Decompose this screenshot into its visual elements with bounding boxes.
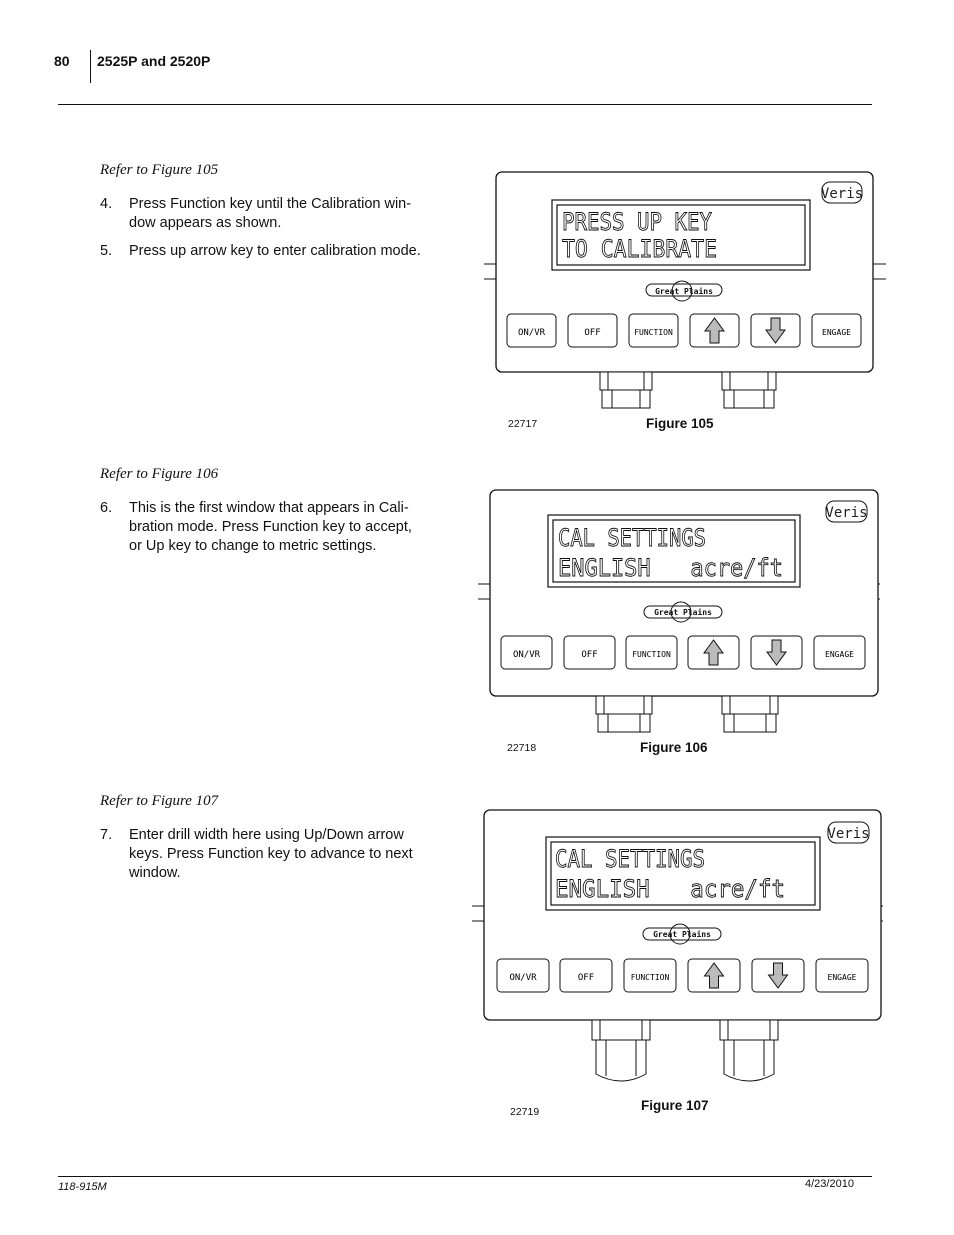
engage-button[interactable]: ENGAGE <box>815 958 869 993</box>
down-arrow-button[interactable] <box>750 313 801 348</box>
svg-text:FUNCTION: FUNCTION <box>631 973 670 982</box>
down-arrow-button[interactable] <box>750 635 803 670</box>
step-line: keys. Press Function key to advance to n… <box>129 846 413 862</box>
cable-gland-right <box>719 1019 779 1082</box>
step-line: or Up key to change to metric settings. <box>129 538 377 554</box>
engage-button[interactable]: ENGAGE <box>811 313 862 348</box>
step-number: 6. <box>100 500 113 516</box>
lcd-display <box>550 841 816 906</box>
figure-caption: Figure 106 <box>640 740 708 755</box>
footer-rule <box>58 1176 872 1177</box>
lcd-line-2: TO CALIBRATE <box>562 235 717 263</box>
controller-figure-105: Veris PRESS UP KEY TO CALIBRATE Great Pl… <box>484 171 886 409</box>
down-arrow-icon <box>765 317 786 344</box>
step-line: dow appears as shown. <box>129 215 282 231</box>
veris-badge <box>827 821 870 844</box>
svg-text:OFF: OFF <box>584 328 600 338</box>
step-6: 6. This is the first window that appears… <box>100 499 450 559</box>
great-plains-logo: Great Plains <box>642 923 722 945</box>
step-line: bration mode. Press Function key to acce… <box>129 519 412 535</box>
svg-text:ENGAGE: ENGAGE <box>822 328 851 337</box>
veris-badge-text: Veris <box>821 186 863 202</box>
step-number: 5. <box>100 243 113 259</box>
step-number: 4. <box>100 196 113 212</box>
step-7: 7. Enter drill width here using Up/Down … <box>100 826 450 886</box>
svg-text:OFF: OFF <box>578 973 594 983</box>
veris-badge <box>825 500 868 523</box>
function-button[interactable]: FUNCTION <box>625 635 678 670</box>
figure-code: 22718 <box>507 742 537 754</box>
controller-figure-106: Veris CAL SETTINGS ENGLISH acre/ft Great… <box>478 489 880 733</box>
step-line: Press up arrow key to enter calibration … <box>129 243 421 259</box>
up-arrow-button[interactable] <box>689 313 740 348</box>
up-arrow-icon <box>703 639 724 666</box>
document-number: 118-915M <box>58 1181 107 1193</box>
on-vr-button[interactable]: ON/VR <box>496 958 550 993</box>
revision-date: 4/23/2010 <box>805 1178 854 1190</box>
step-4: 4. Press Function key until the Calibrat… <box>100 195 450 235</box>
down-arrow-icon <box>767 962 789 989</box>
lcd-line-1: CAL SETTINGS <box>558 524 706 552</box>
svg-text:ON/VR: ON/VR <box>513 650 541 660</box>
step-line: window. <box>129 865 181 881</box>
refer-figure-107: Refer to Figure 107 <box>100 793 219 809</box>
lcd-display <box>552 519 796 583</box>
page-number: 80 <box>54 53 70 69</box>
engage-button[interactable]: ENGAGE <box>813 635 866 670</box>
header-rule <box>58 104 872 105</box>
refer-figure-106: Refer to Figure 106 <box>100 466 219 482</box>
cable-gland-left <box>591 1019 651 1082</box>
svg-text:Great Plains: Great Plains <box>653 929 711 939</box>
document-title: 2525P and 2520P <box>97 53 211 69</box>
veris-badge-text: Veris <box>827 826 869 842</box>
svg-text:FUNCTION: FUNCTION <box>634 328 673 337</box>
svg-text:ON/VR: ON/VR <box>509 973 537 983</box>
lcd-line-1: CAL SETTINGS <box>555 845 705 873</box>
off-button[interactable]: OFF <box>559 958 613 993</box>
lcd-line-1: PRESS UP KEY <box>562 208 712 236</box>
svg-text:ON/VR: ON/VR <box>518 328 546 338</box>
up-arrow-button[interactable] <box>687 635 740 670</box>
cable-connector-right <box>721 695 779 733</box>
figure-caption: Figure 107 <box>641 1098 709 1113</box>
great-plains-logo: Great Plains <box>643 601 723 623</box>
off-button[interactable]: OFF <box>563 635 616 670</box>
refer-figure-105: Refer to Figure 105 <box>100 162 219 178</box>
svg-text:Great Plains: Great Plains <box>655 286 713 296</box>
off-button[interactable]: OFF <box>567 313 618 348</box>
svg-text:OFF: OFF <box>581 650 597 660</box>
svg-text:Great Plains: Great Plains <box>654 607 712 617</box>
step-line: This is the first window that appears in… <box>129 500 409 516</box>
lcd-line-2: ENGLISH acre/ft <box>558 554 783 582</box>
svg-text:ENGAGE: ENGAGE <box>828 973 857 982</box>
down-arrow-button[interactable] <box>751 958 805 993</box>
figure-code: 22719 <box>510 1106 540 1118</box>
on-vr-button[interactable]: ON/VR <box>506 313 557 348</box>
up-arrow-button[interactable] <box>687 958 741 993</box>
veris-badge-text: Veris <box>825 505 867 521</box>
svg-text:ENGAGE: ENGAGE <box>825 650 854 659</box>
lcd-line-2: ENGLISH acre/ft <box>555 875 785 903</box>
step-line: Press Function key until the Calibration… <box>129 196 412 212</box>
on-vr-button[interactable]: ON/VR <box>500 635 553 670</box>
svg-text:FUNCTION: FUNCTION <box>632 650 671 659</box>
cable-connector-left <box>595 695 653 733</box>
cable-connector-left <box>599 371 653 409</box>
up-arrow-icon <box>704 317 725 344</box>
down-arrow-icon <box>766 639 787 666</box>
great-plains-logo: Great Plains <box>645 280 723 302</box>
controller-figure-107: Veris CAL SETTINGS ENGLISH acre/ft Great… <box>472 809 883 1082</box>
lcd-display <box>556 204 806 266</box>
function-button[interactable]: FUNCTION <box>623 958 677 993</box>
header-divider <box>90 50 91 83</box>
figure-code: 22717 <box>508 418 538 430</box>
figure-caption: Figure 105 <box>646 416 714 431</box>
step-number: 7. <box>100 827 113 843</box>
cable-connector-right <box>721 371 777 409</box>
up-arrow-icon <box>703 962 725 989</box>
function-button[interactable]: FUNCTION <box>628 313 679 348</box>
step-5: 5. Press up arrow key to enter calibrati… <box>100 242 450 262</box>
step-line: Enter drill width here using Up/Down arr… <box>129 827 404 843</box>
veris-badge <box>821 181 863 204</box>
